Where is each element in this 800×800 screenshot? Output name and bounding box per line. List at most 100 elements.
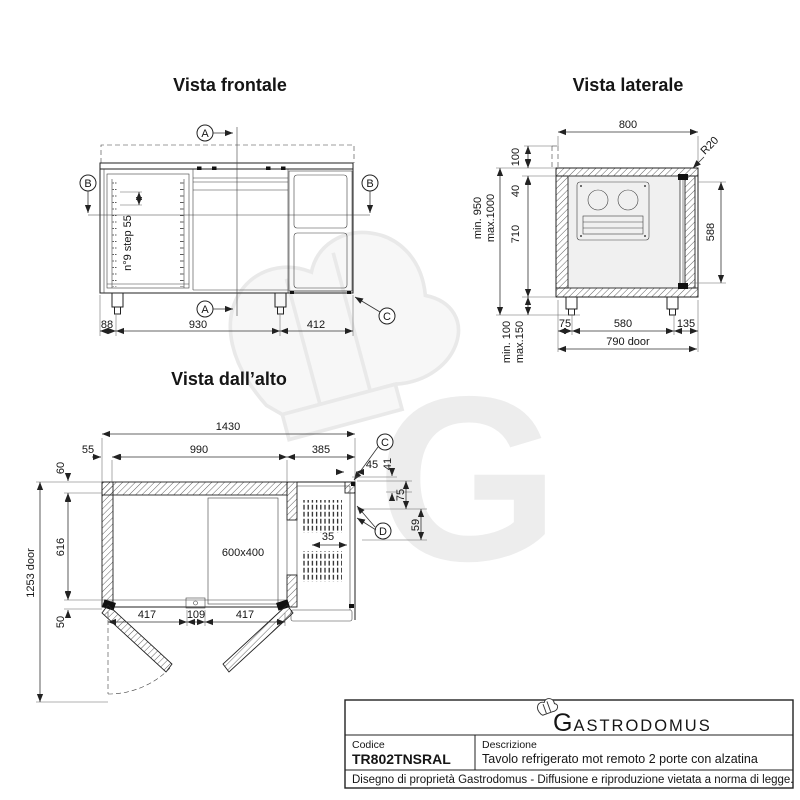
detail-c-front-label: C — [383, 311, 391, 323]
back-wall — [101, 481, 288, 496]
drawer-top — [293, 174, 348, 229]
divider-wall-top — [286, 481, 298, 521]
worktop-section — [555, 167, 699, 177]
dim-feet-max: max.150 — [514, 321, 526, 363]
section-b-right-label: B — [366, 178, 373, 190]
front-view: Vista frontale n°9 step 55 — [79, 75, 396, 336]
dim-35: 35 — [322, 531, 334, 543]
left-wall — [101, 481, 114, 608]
dim-710: 710 — [510, 225, 522, 243]
section-a-bottom-label: A — [201, 304, 209, 316]
description-label: Descrizione — [482, 739, 537, 751]
detail-marker-d — [374, 522, 392, 540]
title-block: GASTRODOMUS Codice TR802TNSRAL Descrizio… — [344, 698, 794, 789]
dim-790-door: 790 door — [606, 336, 650, 348]
evaporator-panel — [567, 175, 681, 289]
dim-50: 50 — [55, 616, 67, 628]
dim-1253-door: 1253 door — [25, 548, 37, 598]
shelf-step-note: n°9 step 55 — [122, 215, 134, 271]
dim-height-min: min. 950 — [472, 197, 484, 239]
drawer-section — [288, 170, 353, 294]
back-wall-section — [555, 175, 569, 289]
brand-rest: ASTRODOMUS — [573, 717, 711, 735]
dim-417-right: 417 — [236, 609, 254, 621]
side-view: Vista laterale 800 R2 — [472, 75, 726, 363]
dim-40: 40 — [510, 185, 522, 197]
dim-59: 59 — [410, 519, 422, 531]
door-lock — [185, 597, 206, 609]
detail-marker-c-front — [378, 307, 396, 325]
dim-990: 990 — [190, 444, 208, 456]
shelf-rail-right — [179, 181, 184, 287]
interior-fill — [568, 176, 680, 288]
dim-417-left: 417 — [138, 609, 156, 621]
dim-1430: 1430 — [216, 421, 240, 433]
front-vent-grille — [290, 609, 353, 622]
dim-616: 616 — [55, 538, 67, 556]
side-dimensions: 800 R20 100 40 710 min. 950 max.1000 min… — [472, 119, 726, 363]
brand-watermark: G — [228, 230, 560, 610]
door-swing-arc — [107, 665, 173, 695]
dim-580: 580 — [614, 318, 632, 330]
dim-feet-min: min. 100 — [501, 321, 513, 363]
code-label: Codice — [352, 739, 385, 751]
brand-initial: G — [553, 709, 573, 737]
basin-grid — [207, 497, 279, 605]
vent-grille — [582, 215, 644, 235]
shelf-rail-left — [112, 181, 117, 287]
fan-hole-left — [587, 189, 609, 211]
dim-588: 588 — [705, 223, 717, 241]
detail-d-label: D — [379, 526, 387, 538]
detail-marker-c-top — [376, 433, 394, 451]
dim-r20: R20 — [698, 134, 721, 157]
middle-door — [192, 169, 289, 293]
top-view: Vista dall’alto 600x400 1430 55 — [25, 369, 427, 703]
detail-c-top-label: C — [381, 437, 389, 449]
condenser-grille-top — [303, 500, 342, 533]
top-dimensions: 1430 55 990 385 C 45 41 75 59 D 35 — [25, 421, 427, 703]
backsplash-outline — [100, 144, 355, 163]
dim-135: 135 — [677, 318, 695, 330]
front-view-title: Vista frontale — [173, 75, 287, 95]
front-bottom-dimensions: 88 930 412 — [99, 295, 354, 336]
section-b-left-label: B — [84, 178, 91, 190]
left-compartment: n°9 step 55 — [103, 169, 190, 293]
front-legs — [111, 292, 287, 315]
divider-wall-bottom — [286, 574, 298, 608]
brand-logo: GASTRODOMUS — [537, 698, 712, 737]
dim-100: 100 — [510, 148, 522, 166]
basin-size-label: 600x400 — [222, 547, 264, 559]
side-legs — [565, 296, 679, 316]
hinge-top — [678, 174, 688, 180]
dim-109: 109 — [187, 609, 205, 621]
side-view-title: Vista laterale — [573, 75, 684, 95]
hinge-bottom — [678, 283, 688, 289]
section-a-top-label: A — [201, 128, 209, 140]
dim-75-top: 75 — [395, 489, 407, 501]
dim-60: 60 — [55, 462, 67, 474]
dim-412: 412 — [307, 319, 325, 331]
side-door — [678, 174, 696, 289]
description-value: Tavolo refrigerato mot remoto 2 porte co… — [482, 752, 758, 766]
watermark-letter: G — [377, 347, 560, 610]
dim-800: 800 — [619, 119, 637, 131]
dim-385: 385 — [312, 444, 330, 456]
dim-45: 45 — [366, 459, 378, 471]
fan-hole-right — [617, 189, 639, 211]
worktop — [99, 162, 354, 170]
side-body-outline — [555, 167, 699, 298]
copyright-note: Disegno di proprietà Gastrodomus - Diffu… — [352, 774, 794, 786]
dim-75-side: 75 — [559, 318, 571, 330]
brand-name: GASTRODOMUS — [553, 709, 712, 737]
bottom-section — [555, 287, 699, 298]
chef-hat-logo-icon — [537, 698, 559, 716]
code-value: TR802TNSRAL — [352, 751, 451, 767]
dim-55: 55 — [82, 444, 94, 456]
door-right-open — [222, 604, 294, 673]
dim-88: 88 — [101, 319, 113, 331]
cabinet-body — [99, 168, 354, 294]
top-view-title: Vista dall’alto — [171, 369, 287, 389]
condenser-grille-bottom — [303, 551, 342, 582]
